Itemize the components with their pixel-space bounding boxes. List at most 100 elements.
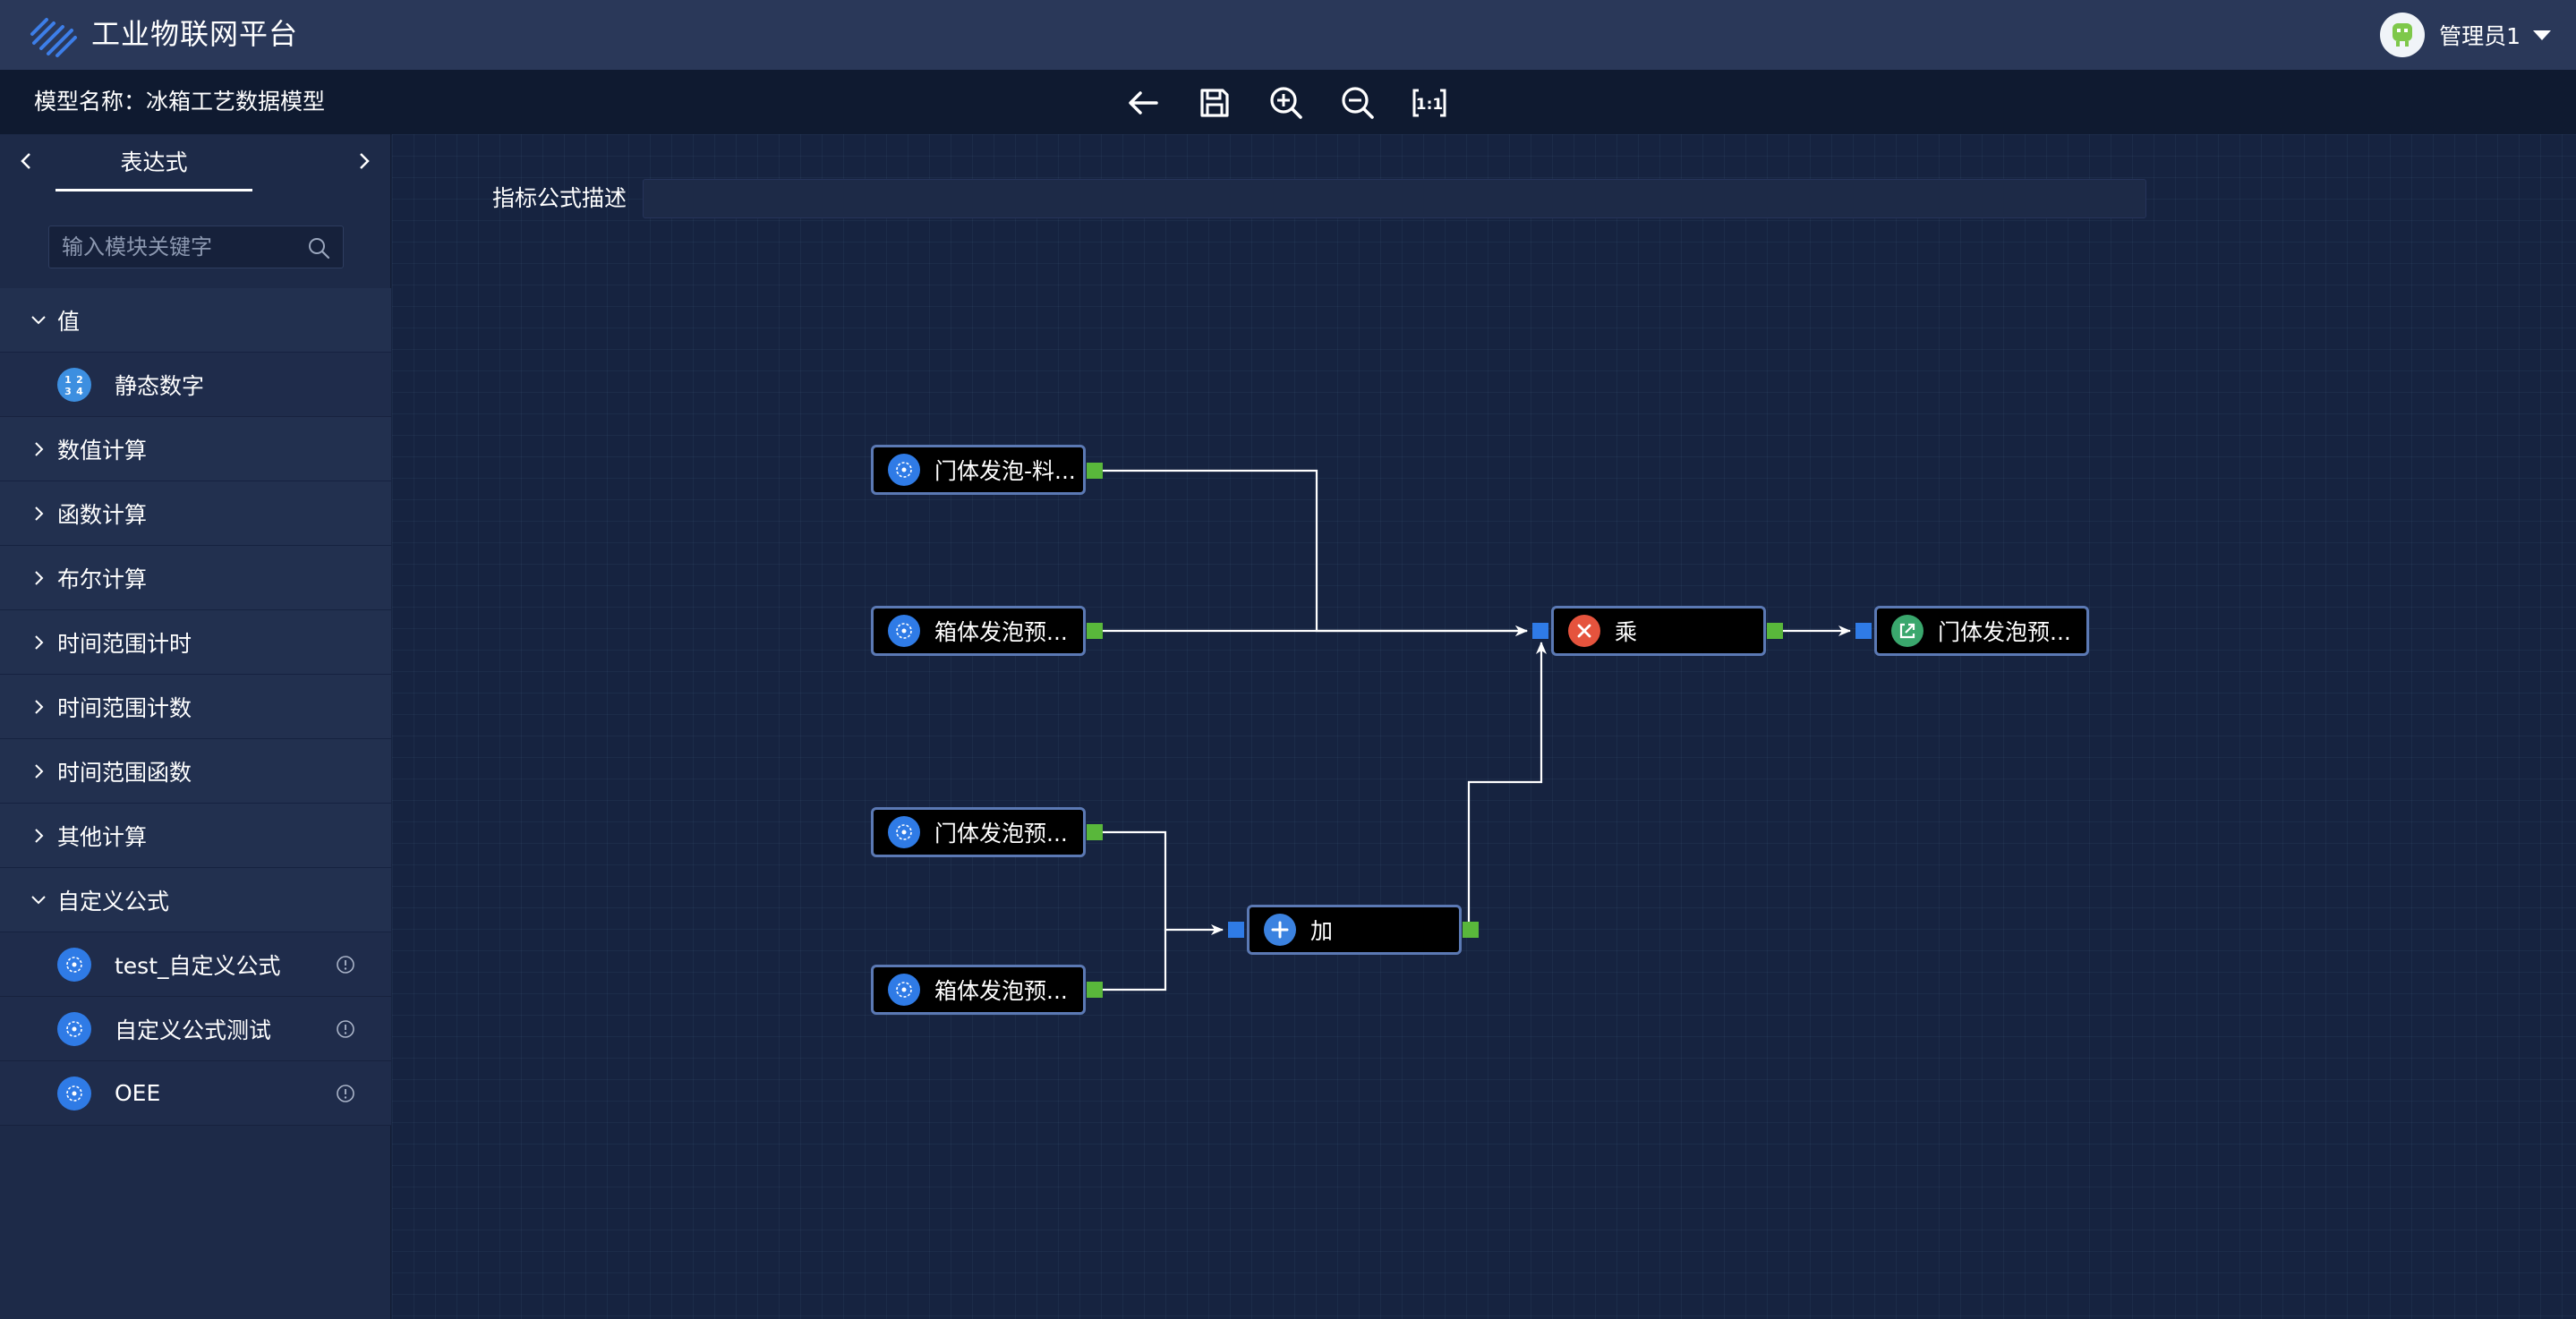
node-plus[interactable]: 加 xyxy=(1247,905,1462,955)
back-icon xyxy=(1129,91,1158,115)
node-connections xyxy=(1095,469,1851,991)
avatar xyxy=(2380,13,2426,57)
module-sidebar: 表达式 值 1 2 3 4 xyxy=(0,134,391,1319)
category-label: 时间范围计数 xyxy=(57,694,192,721)
node-data-point-4[interactable]: 箱体发泡预... xyxy=(871,965,1086,1015)
chevron-right-icon xyxy=(35,634,44,650)
user-avatar-icon xyxy=(2393,23,2413,47)
category-label: 布尔计算 xyxy=(57,566,148,592)
data-point-icon xyxy=(888,816,920,848)
module-label: 自定义公式测试 xyxy=(115,1017,272,1043)
node-label: 箱体发泡预... xyxy=(934,978,1068,1004)
back-button[interactable] xyxy=(1122,82,1164,123)
fit-1-1-button[interactable]: 1:1 xyxy=(1409,82,1450,123)
module-search xyxy=(48,226,344,268)
editor-toolbar: 模型名称：冰箱工艺数据模型 1:1 xyxy=(0,70,2576,134)
category-time-range-function[interactable]: 时间范围函数 xyxy=(0,739,391,804)
node-data-point-2[interactable]: 箱体发泡预... xyxy=(871,606,1086,656)
input-port[interactable] xyxy=(1855,623,1872,639)
node-label: 箱体发泡预... xyxy=(934,619,1068,645)
chevron-right-icon xyxy=(35,699,44,714)
category-time-range-timer[interactable]: 时间范围计时 xyxy=(0,610,391,675)
platform-logo-icon xyxy=(30,18,77,57)
info-icon[interactable] xyxy=(336,1084,355,1103)
module-static-number[interactable]: 1 2 3 4 静态数字 xyxy=(0,353,391,417)
module-search-input[interactable] xyxy=(49,226,291,268)
fit-1-1-icon: 1:1 xyxy=(1412,89,1446,117)
category-label: 自定义公式 xyxy=(57,888,170,915)
node-data-point-3[interactable]: 门体发泡预... xyxy=(871,807,1086,857)
category-custom-formula[interactable]: 自定义公式 xyxy=(0,868,391,932)
category-other-calc[interactable]: 其他计算 xyxy=(0,804,391,868)
sidebar-tabs: 表达式 xyxy=(0,134,391,199)
input-port[interactable] xyxy=(1228,922,1244,938)
user-menu[interactable]: 管理员1 xyxy=(2380,13,2551,57)
category-function-calc[interactable]: 函数计算 xyxy=(0,481,391,546)
user-name: 管理员1 xyxy=(2439,23,2521,49)
module-custom-formula-3[interactable]: OEE xyxy=(0,1061,391,1126)
chevron-right-icon xyxy=(35,763,44,779)
node-label: 门体发泡-料... xyxy=(934,458,1076,484)
zoom-in-icon xyxy=(1270,87,1302,119)
input-port[interactable] xyxy=(1532,623,1548,639)
chevron-right-icon xyxy=(35,570,44,585)
formula-desc-label: 指标公式描述 xyxy=(492,185,627,211)
app-title: 工业物联网平台 xyxy=(91,17,299,51)
node-data-point-1[interactable]: 门体发泡-料... xyxy=(871,445,1086,495)
output-port[interactable] xyxy=(1463,922,1479,938)
module-custom-formula-1[interactable]: test_自定义公式 xyxy=(0,932,391,997)
info-icon[interactable] xyxy=(336,955,355,974)
module-custom-formula-2[interactable]: 自定义公式测试 xyxy=(0,997,391,1061)
formula-icon xyxy=(57,1011,91,1046)
category-time-range-count[interactable]: 时间范围计数 xyxy=(0,675,391,739)
output-port[interactable] xyxy=(1767,623,1783,639)
formula-canvas[interactable]: 指标公式描述 门体发泡-料... xyxy=(392,134,2576,1319)
module-label: test_自定义公式 xyxy=(115,952,281,979)
svg-text:4: 4 xyxy=(76,386,83,397)
search-icon[interactable] xyxy=(307,236,330,260)
svg-text:3: 3 xyxy=(64,386,72,397)
zoom-in-button[interactable] xyxy=(1266,82,1307,123)
save-button[interactable] xyxy=(1194,82,1235,123)
category-label: 时间范围函数 xyxy=(57,759,192,786)
category-label: 时间范围计时 xyxy=(57,630,192,657)
number-icon: 1 2 3 4 xyxy=(57,367,91,402)
chevron-left-icon xyxy=(21,153,30,169)
link-n1-multiply xyxy=(1095,469,1528,636)
output-icon xyxy=(1891,615,1923,647)
tab-next-button[interactable] xyxy=(347,145,380,177)
category-value[interactable]: 值 xyxy=(0,288,391,353)
chevron-down-icon xyxy=(31,895,46,904)
caret-down-icon xyxy=(2533,30,2551,40)
output-port[interactable] xyxy=(1087,982,1103,998)
link-plus-multiply xyxy=(1467,642,1547,932)
save-icon xyxy=(1200,89,1229,117)
data-point-icon xyxy=(888,454,920,486)
link-n4-plus xyxy=(1095,930,1167,991)
formula-desc-input[interactable] xyxy=(643,179,2146,218)
info-icon[interactable] xyxy=(336,1019,355,1039)
node-label: 加 xyxy=(1310,918,1334,944)
module-label: 静态数字 xyxy=(115,372,205,399)
tab-prev-button[interactable] xyxy=(11,145,43,177)
output-port[interactable] xyxy=(1087,824,1103,840)
output-port[interactable] xyxy=(1087,463,1103,479)
category-label: 其他计算 xyxy=(57,823,148,850)
category-numeric-calc[interactable]: 数值计算 xyxy=(0,417,391,481)
node-label: 乘 xyxy=(1615,619,1638,645)
node-output[interactable]: 门体发泡预... xyxy=(1874,606,2089,656)
tab-expression[interactable]: 表达式 xyxy=(55,147,252,191)
plus-icon xyxy=(1264,914,1296,946)
output-port[interactable] xyxy=(1087,623,1103,639)
zoom-out-button[interactable] xyxy=(1337,82,1378,123)
data-point-icon xyxy=(888,974,920,1006)
node-label: 门体发泡预... xyxy=(934,821,1068,847)
category-boolean-calc[interactable]: 布尔计算 xyxy=(0,546,391,610)
category-label: 函数计算 xyxy=(57,501,148,528)
top-header: 工业物联网平台 管理员1 xyxy=(0,0,2576,70)
category-label: 值 xyxy=(57,308,81,335)
module-category-list: 值 1 2 3 4 静态数字 数值计算 函数计算 布尔计算 xyxy=(0,288,391,1126)
category-label: 数值计算 xyxy=(57,437,148,464)
chevron-down-icon xyxy=(31,315,46,324)
node-multiply[interactable]: 乘 xyxy=(1551,606,1766,656)
